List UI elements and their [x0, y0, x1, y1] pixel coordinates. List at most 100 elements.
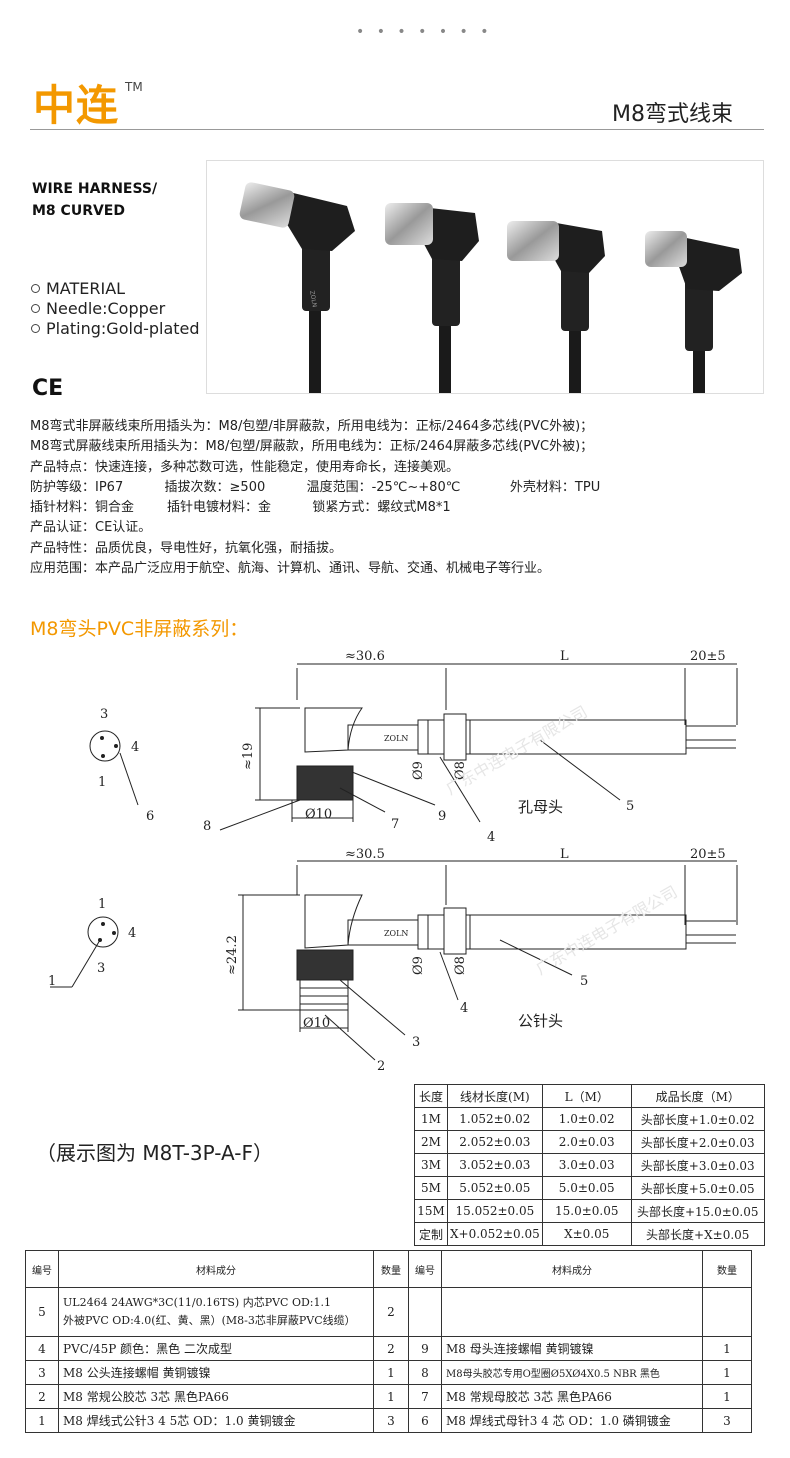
callout-label: 1: [48, 974, 56, 989]
table-row: 3 M8 公头连接螺帽 黄铜镀镍 1 8 M8母头胶芯专用O型圈Ø5XØ4X0.…: [25, 1360, 752, 1385]
callout-label: 8: [203, 819, 211, 834]
table-cell: X+0.052±0.05: [447, 1222, 543, 1246]
material-table: 编号 材料成分 数量 编号 材料成分 数量 5 UL2464 24AWG*3C(…: [25, 1250, 752, 1433]
table-cell: 2.052±0.03: [447, 1130, 543, 1154]
table-row: 4 PVC/45P 颜色：黑色 二次成型 2 9 M8 母头连接螺帽 黄铜镀镍 …: [25, 1336, 752, 1361]
table-row: 2 M8 常规公胶芯 3芯 黑色PA66 1 7 M8 常规母胶芯 3芯 黑色P…: [25, 1384, 752, 1409]
table-cell: 5M: [414, 1176, 448, 1200]
table-header-row: 长度 线材长度(M) L（M） 成品长度（M）: [414, 1084, 765, 1108]
callout-label: 2: [377, 1059, 385, 1074]
product-description: M8弯式非屏蔽线束所用插头为：M8/包塑/非屏蔽款，所用电线为：正标/2464多…: [30, 419, 601, 577]
callout-label: 3: [412, 1035, 420, 1050]
table-cell: 头部长度+X±0.05: [630, 1222, 765, 1246]
table-header-cell: 数量: [702, 1250, 752, 1288]
table-cell: 1: [702, 1336, 752, 1361]
table-cell: 7: [408, 1384, 442, 1409]
table-cell: 9: [408, 1336, 442, 1361]
dim-length-bottom: L: [560, 847, 569, 862]
pin-label: 4: [128, 926, 136, 941]
connector-brand-text: ZOLN: [308, 290, 318, 308]
technical-drawing: ≈30.6 L 20±5 ≈19 Ø9 Ø8 Ø10 ZOLN 3 4 1 6 …: [48, 649, 738, 1074]
table-header-cell: 长度: [414, 1084, 448, 1108]
product-heading-line2: M8 CURVED: [32, 203, 125, 219]
table-cell: 5: [25, 1287, 59, 1337]
table-cell: 5.052±0.05: [447, 1176, 543, 1200]
table-cell: 2: [373, 1287, 409, 1337]
callout-label: 4: [460, 1001, 468, 1016]
callout-label: 7: [391, 817, 399, 832]
table-row: 1M 1.052±0.02 1.0±0.02 头部长度+1.0±0.02: [414, 1107, 765, 1131]
table-cell: 1M: [414, 1107, 448, 1131]
table-cell: M8 焊线式母针3 4 芯 OD：1.0 磷铜镀金: [441, 1408, 703, 1433]
dim-d10-top: Ø10: [305, 807, 332, 822]
callout-label: 5: [626, 799, 634, 814]
table-row: 5 UL2464 24AWG*3C(11/0.16TS) 内芯PVC OD:1.…: [25, 1287, 752, 1337]
material-item: MATERIAL: [31, 279, 200, 299]
table-cell-line: 外被PVC OD:4.0(红、黄、黑）(M8-3芯非屏蔽PVC线缆）: [63, 1314, 356, 1327]
table-cell: 4: [25, 1336, 59, 1361]
table-header-cell: 线材长度(M): [447, 1084, 543, 1108]
table-cell: PVC/45P 颜色：黑色 二次成型: [58, 1336, 374, 1361]
table-header-cell: 编号: [25, 1250, 59, 1288]
table-row: 5M 5.052±0.05 5.0±0.05 头部长度+5.0±0.05: [414, 1176, 765, 1200]
table-header-row: 编号 材料成分 数量 编号 材料成分 数量: [25, 1250, 752, 1288]
dim-d9-bottom: Ø9: [411, 956, 426, 975]
table-cell: 头部长度+2.0±0.03: [630, 1130, 765, 1154]
page-title: M8弯式线束: [612, 102, 733, 127]
header-divider: [30, 129, 764, 130]
table-row: 1 M8 焊线式公针3 4 5芯 OD：1.0 黄铜镀金 3 6 M8 焊线式母…: [25, 1408, 752, 1433]
table-cell: 头部长度+15.0±0.05: [630, 1199, 765, 1223]
table-cell: M8 常规母胶芯 3芯 黑色PA66: [441, 1384, 703, 1409]
ce-mark: CE: [32, 376, 64, 401]
callout-label: 6: [146, 809, 154, 824]
table-cell: 3.052±0.03: [447, 1153, 543, 1177]
table-header-cell: 数量: [373, 1250, 409, 1288]
table-row: 2M 2.052±0.03 2.0±0.03 头部长度+2.0±0.03: [414, 1130, 765, 1154]
callout-label: 9: [438, 809, 446, 824]
dim-tail-top: 20±5: [690, 649, 726, 664]
table-cell: 头部长度+3.0±0.03: [630, 1153, 765, 1177]
connector-4: [645, 231, 742, 393]
table-cell: M8 母头连接螺帽 黄铜镀镍: [441, 1336, 703, 1361]
table-cell: UL2464 24AWG*3C(11/0.16TS) 内芯PVC OD:1.1 …: [58, 1287, 374, 1337]
display-model-label: （展示图为 M8T-3P-A-F）: [36, 1141, 274, 1165]
table-cell: 15.0±0.05: [541, 1199, 632, 1223]
table-cell: 1: [373, 1384, 409, 1409]
pin-label: 1: [98, 897, 106, 912]
dim-d9-top: Ø9: [411, 761, 426, 780]
connector-photo-illustration: ZOLN: [239, 182, 742, 393]
table-cell: 1.052±0.02: [447, 1107, 543, 1131]
table-cell: 15.052±0.05: [447, 1199, 543, 1223]
product-photo: ZOLN: [206, 160, 764, 394]
table-header-cell: 成品长度（M）: [630, 1084, 765, 1108]
table-cell: 3: [25, 1360, 59, 1385]
table-cell: 2: [25, 1384, 59, 1409]
table-cell: 1: [25, 1408, 59, 1433]
callout-label: 4: [487, 830, 495, 845]
watermark-text: 广东中连电子有限公司: [533, 882, 681, 978]
table-cell: 1: [702, 1360, 752, 1385]
table-cell: [702, 1287, 752, 1337]
table-header-cell: 编号: [408, 1250, 442, 1288]
material-item: Plating:Gold-plated: [31, 319, 200, 339]
material-item: Needle:Copper: [31, 299, 200, 319]
connector-1: ZOLN: [239, 182, 355, 393]
dim-tail-bottom: 20±5: [690, 847, 726, 862]
pin-label: 4: [131, 740, 139, 755]
table-cell: M8 常规公胶芯 3芯 黑色PA66: [58, 1384, 374, 1409]
dim-height-bottom: ≈24.2: [225, 935, 240, 975]
male-head-label: 公针头: [518, 1012, 563, 1030]
table-cell: 头部长度+5.0±0.05: [630, 1176, 765, 1200]
drawing-brand-bottom: ZOLN: [384, 929, 408, 938]
table-cell: 1: [373, 1360, 409, 1385]
pin-label: 3: [100, 707, 108, 722]
table-row: 15M 15.052±0.05 15.0±0.05 头部长度+15.0±0.05: [414, 1199, 765, 1223]
dim-d10-bottom: Ø10: [303, 1016, 330, 1031]
material-list: MATERIAL Needle:Copper Plating:Gold-plat…: [31, 279, 200, 339]
table-cell: M8 公头连接螺帽 黄铜镀镍: [58, 1360, 374, 1385]
table-header-cell: 材料成分: [441, 1250, 703, 1288]
dim-length-top: L: [560, 649, 569, 664]
section-title: M8弯头PVC非屏蔽系列：: [30, 618, 249, 640]
table-cell: 8: [408, 1360, 442, 1385]
table-cell: [441, 1287, 703, 1337]
